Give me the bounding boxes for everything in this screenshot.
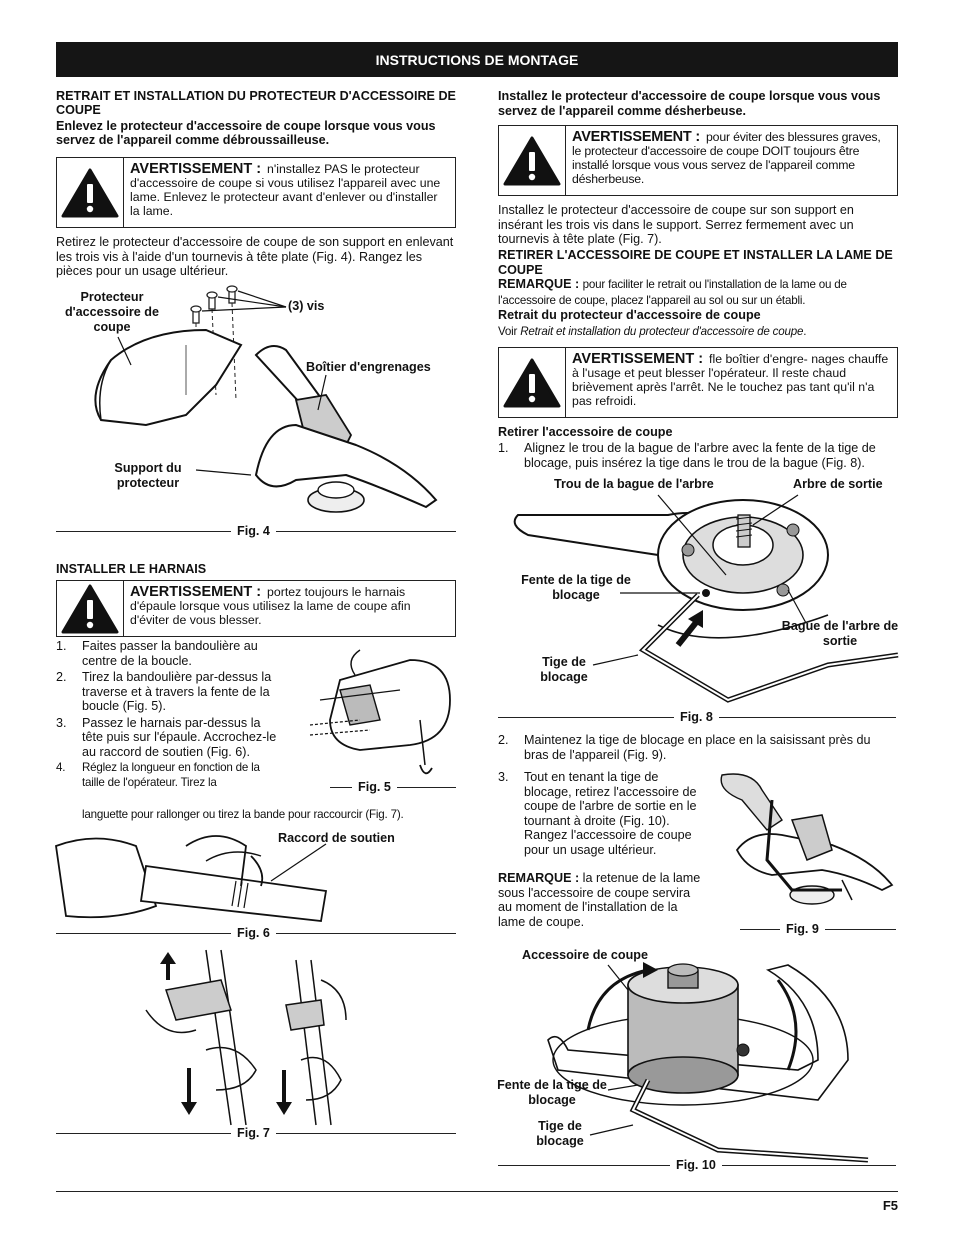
fig8-label-hole: Trou de la bague de l'arbre bbox=[554, 477, 714, 491]
list-item: 3.Passez le harnais par-dessus la tête p… bbox=[56, 715, 277, 759]
warning-triangle-icon bbox=[57, 581, 124, 636]
right-s3-title: Retirer l'accessoire de coupe bbox=[498, 425, 673, 439]
left-section-guard: RETRAIT ET INSTALLATION DU PROTECTEUR D'… bbox=[56, 89, 456, 147]
right-s2-title: RETIRER L'ACCESSOIRE DE COUPE ET INSTALL… bbox=[498, 248, 893, 277]
warning-triangle-icon bbox=[499, 126, 566, 195]
warning-title: AVERTISSEMENT : bbox=[572, 129, 701, 145]
left-s2-title: INSTALLER LE HARNAIS bbox=[56, 562, 207, 576]
remark-label: REMARQUE : bbox=[498, 871, 580, 885]
cross-reference: Retrait et installation du protecteur d'… bbox=[520, 325, 804, 338]
left-s1-subtitle: Enlevez le protecteur d'accessoire de co… bbox=[56, 119, 436, 147]
warning-box-guard: AVERTISSEMENT :n'installez PAS le protec… bbox=[56, 157, 456, 228]
fig10-label-slot: Fente de la tige de blocage bbox=[497, 1078, 607, 1107]
page-number: F5 bbox=[882, 1198, 898, 1213]
fig10-illustration bbox=[547, 962, 869, 1163]
fig6-caption: Fig. 6 bbox=[231, 926, 276, 940]
fig4-label-guard: Protecteur d'accessoire de coupe bbox=[64, 290, 159, 334]
remark-text: la retenue de la lame sous l'accessoire … bbox=[498, 871, 701, 929]
fig6-label-fitting: Raccord de soutien bbox=[278, 831, 395, 845]
warning-title: AVERTISSEMENT : bbox=[130, 161, 262, 177]
right-s2-remark: REMARQUE : pour faciliter le retrait ou … bbox=[498, 277, 898, 308]
warning-triangle-icon bbox=[499, 348, 566, 417]
harness-step4-cont: languette pour rallonger ou tirez la ban… bbox=[82, 808, 404, 821]
fig9-illustration bbox=[720, 773, 894, 905]
list-item: 2.Maintenez la tige de blocage en place … bbox=[498, 733, 871, 762]
fig5-caption: Fig. 5 bbox=[352, 780, 397, 794]
fig8-label-shaft: Arbre de sortie bbox=[793, 477, 883, 491]
fig10-caption: Fig. 10 bbox=[670, 1158, 722, 1172]
fig10-label-head: Accessoire de coupe bbox=[522, 948, 648, 962]
section-header-title: INSTRUCTIONS DE MONTAGE bbox=[375, 51, 579, 68]
fig4-caption: Fig. 4 bbox=[231, 524, 276, 538]
footer-rule bbox=[56, 1191, 898, 1192]
warning-box-install-guard: AVERTISSEMENT :pour éviter des blessures… bbox=[498, 125, 898, 196]
warning-triangle-icon bbox=[57, 158, 124, 227]
warning-box-harness: AVERTISSEMENT :portez toujours le harnai… bbox=[56, 580, 456, 637]
fig10-label-rod: Tige de blocage bbox=[536, 1119, 584, 1148]
remark-label: REMARQUE : bbox=[498, 277, 580, 291]
remark-text: pour faciliter le retrait ou l'installat… bbox=[498, 278, 847, 307]
remove-steps-1: 1.Alignez le trou de la bague de l'arbre… bbox=[498, 441, 898, 470]
fig4-label-screws: (3) vis bbox=[288, 299, 325, 313]
right-s2-see: Voir Retrait et installation du protecte… bbox=[498, 325, 807, 338]
right-s2-subtitle: Retrait du protecteur d'accessoire de co… bbox=[498, 308, 761, 322]
right-s1-title: Installez le protecteur d'accessoire de … bbox=[498, 89, 881, 118]
fig8-caption: Fig. 8 bbox=[674, 710, 719, 724]
fig7-caption: Fig. 7 bbox=[231, 1126, 276, 1140]
right-s1-body: Installez le protecteur d'accessoire de … bbox=[498, 203, 854, 246]
section-header: INSTRUCTIONS DE MONTAGE bbox=[56, 42, 898, 77]
fig8-label-rod: Tige de blocage bbox=[540, 655, 588, 684]
list-item: 2.Tirez la bandoulière par-dessus la tra… bbox=[56, 670, 272, 713]
left-s1-title: RETRAIT ET INSTALLATION DU PROTECTEUR D'… bbox=[56, 89, 456, 117]
warning-text: n'installez PAS le protecteur d'accessoi… bbox=[130, 162, 441, 218]
remove-steps-2: 2.Maintenez la tige de blocage en place … bbox=[498, 733, 898, 762]
list-item: 1.Faites passer la bandoulière au centre… bbox=[56, 639, 258, 668]
fig4-label-support: Support du protecteur bbox=[114, 461, 182, 490]
warning-box-gearbox-hot: AVERTISSEMENT :fle boîtier d'engre- nage… bbox=[498, 347, 898, 418]
fig8-label-slot: Fente de la tige de blocage bbox=[521, 573, 631, 602]
list-item: 1.Alignez le trou de la bague de l'arbre… bbox=[498, 441, 876, 470]
harness-steps: 1.Faites passer la bandoulière au centre… bbox=[56, 639, 284, 790]
fig8-label-collar: Bague de l'arbre de sortie bbox=[781, 619, 899, 648]
fig8-illustration bbox=[513, 494, 899, 703]
warning-title: AVERTISSEMENT : bbox=[572, 351, 704, 367]
left-s1-body: Retirez le protecteur d'accessoire de co… bbox=[56, 235, 454, 278]
fig9-caption: Fig. 9 bbox=[780, 922, 825, 936]
warning-text: portez toujours le harnais d'épaule lors… bbox=[130, 585, 411, 627]
fig7-illustration bbox=[145, 949, 347, 1126]
warning-title: AVERTISSEMENT : bbox=[130, 584, 262, 600]
list-item: 3.Tout en tenant la tige de blocage, ret… bbox=[498, 770, 697, 857]
fig6-illustration bbox=[55, 835, 328, 922]
right-remark2: REMARQUE : la retenue de la lame sous l'… bbox=[498, 871, 704, 929]
fig4-illustration bbox=[94, 285, 438, 513]
warning-text: pour éviter des blessures graves, le pro… bbox=[572, 130, 881, 186]
warning-text: fle boîtier d'engre- nages chauffe à l'u… bbox=[572, 352, 889, 408]
remove-steps-3: 3.Tout en tenant la tige de blocage, ret… bbox=[498, 770, 704, 857]
fig5-illustration bbox=[309, 649, 451, 775]
list-item: 4.Réglez la longueur en fonction de la t… bbox=[56, 761, 260, 789]
fig4-label-gearbox: Boîtier d'engrenages bbox=[306, 360, 431, 374]
